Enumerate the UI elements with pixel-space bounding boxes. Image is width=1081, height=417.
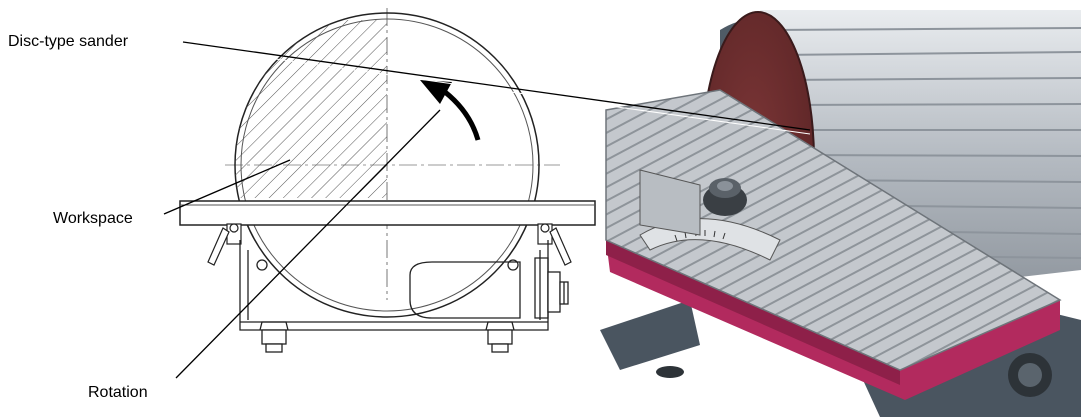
workspace-hatch (235, 20, 387, 198)
right-table-lever (537, 223, 572, 266)
workspace-label: Workspace (53, 210, 133, 227)
rotation-leader (175, 109, 441, 379)
disc-sander-label: Disc-type sander (8, 33, 129, 50)
technical-drawing (179, 8, 596, 353)
disc-leader (182, 41, 811, 131)
miter-gauge (639, 169, 781, 261)
rotation-label: Rotation (88, 384, 148, 401)
render-work-table (605, 89, 1062, 400)
rotation-arrow (420, 80, 481, 141)
machine-render (600, 10, 1081, 417)
work-table (179, 200, 596, 226)
machine-base (239, 240, 569, 353)
left-table-lever (207, 223, 242, 266)
workspace-leader (163, 159, 291, 215)
leader-lines (163, 41, 811, 379)
